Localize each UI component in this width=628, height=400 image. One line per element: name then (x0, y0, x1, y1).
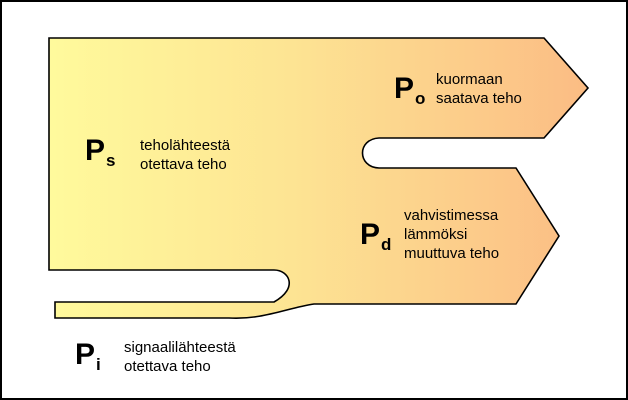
pd-description: vahvistimessa lämmöksi muuttuva teho (404, 207, 500, 262)
po-description: kuormaan saatava teho (436, 71, 522, 107)
po-subscript: o (415, 89, 426, 108)
pd-symbol: P (360, 218, 381, 251)
pd-label: Pd (360, 218, 391, 255)
po-label: Po (394, 72, 425, 109)
pi-label: Pi (75, 338, 101, 375)
ps-symbol: P (85, 134, 106, 167)
pi-symbol: P (75, 338, 96, 371)
po-symbol: P (394, 72, 415, 105)
power-flow-shape (48, 37, 590, 320)
pi-description: signaalilähteestä otettava teho (124, 339, 236, 375)
ps-label: Ps (85, 134, 115, 171)
pd-subscript: d (381, 235, 392, 254)
ps-description: teholähteestä otettava teho (140, 137, 231, 173)
pi-subscript: i (96, 355, 101, 374)
ps-subscript: s (106, 151, 116, 170)
